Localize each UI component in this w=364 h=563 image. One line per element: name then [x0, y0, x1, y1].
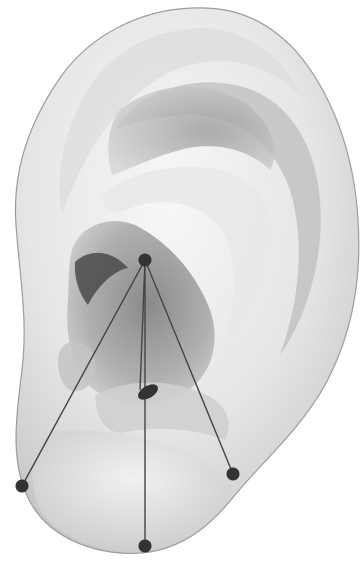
lower-left-point [16, 480, 29, 493]
lower-right-point [227, 468, 240, 481]
hub-point [139, 254, 152, 267]
bottom-point [139, 540, 152, 553]
